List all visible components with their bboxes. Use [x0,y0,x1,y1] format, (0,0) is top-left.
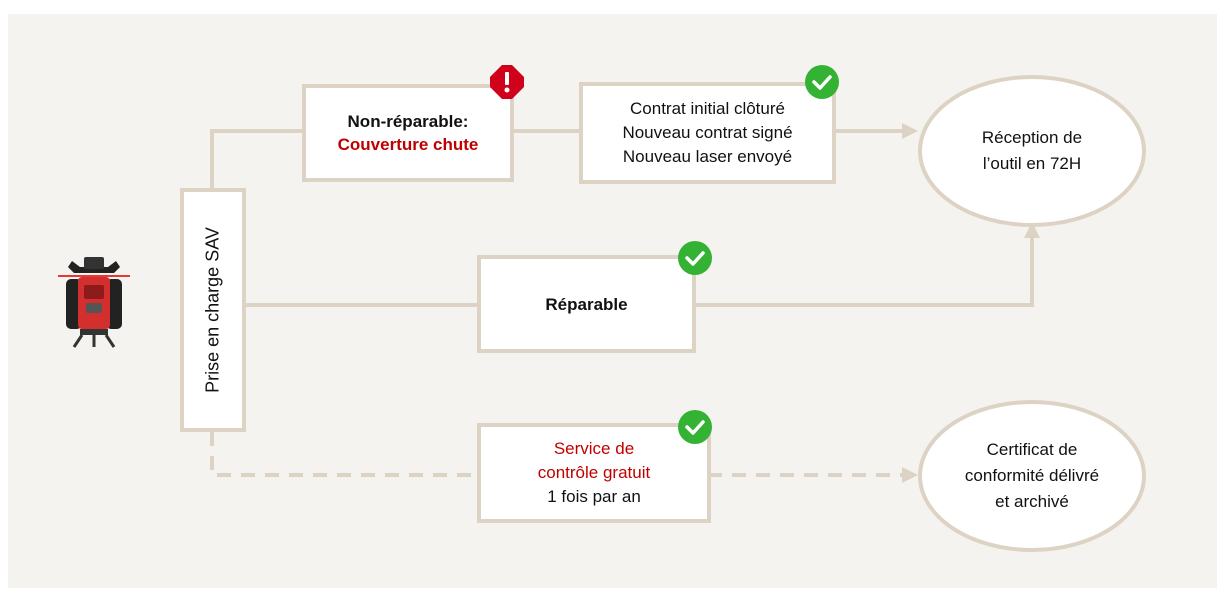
non-repairable-title: Non-réparable: [347,112,469,131]
intake-box: Prise en charge SAV [180,188,246,432]
check-icon [678,410,712,444]
contract-line-2: Nouveau contrat signé [622,123,793,142]
repairable-box: Réparable [477,255,696,353]
certificate-line-2: conformité délivré [964,466,1100,485]
certificate-line-1: Certificat de [986,440,1078,459]
arrowhead-reception-bottom [1024,222,1040,238]
contract-line-1: Contrat initial clôturé [630,99,785,118]
contract-box: Contrat initial clôturé Nouveau contrat … [579,82,836,184]
certificate-line-3: et archivé [995,492,1069,511]
certificate-ellipse: Certificat de conformité délivré et arch… [918,400,1146,552]
service-frequency: 1 fois par an [547,487,641,506]
arrowhead-reception [902,123,918,139]
reception-line-2: l’outil en 72H [982,154,1082,173]
arrowhead-certificate [902,467,918,483]
non-repairable-subtitle: Couverture chute [337,135,479,154]
intake-label: Prise en charge SAV [202,227,223,393]
check-icon [678,241,712,275]
service-title-2: contrôle gratuit [537,463,651,482]
exclamation-icon [490,65,524,99]
service-box: Service de contrôle gratuit 1 fois par a… [477,423,711,523]
reception-line-1: Réception de [981,128,1083,147]
non-repairable-box: Non-réparable: Couverture chute [302,84,514,182]
connector-repairable-to-reception [694,236,1034,307]
connector-intake-to-nonrepairable [210,129,304,188]
connector-intake-to-service [210,432,480,477]
contract-line-3: Nouveau laser envoyé [622,147,793,166]
check-icon [805,65,839,99]
repairable-label: Réparable [545,294,628,314]
rotating-laser-icon [58,257,130,348]
reception-ellipse: Réception de l’outil en 72H [918,75,1146,227]
service-title-1: Service de [553,439,635,458]
